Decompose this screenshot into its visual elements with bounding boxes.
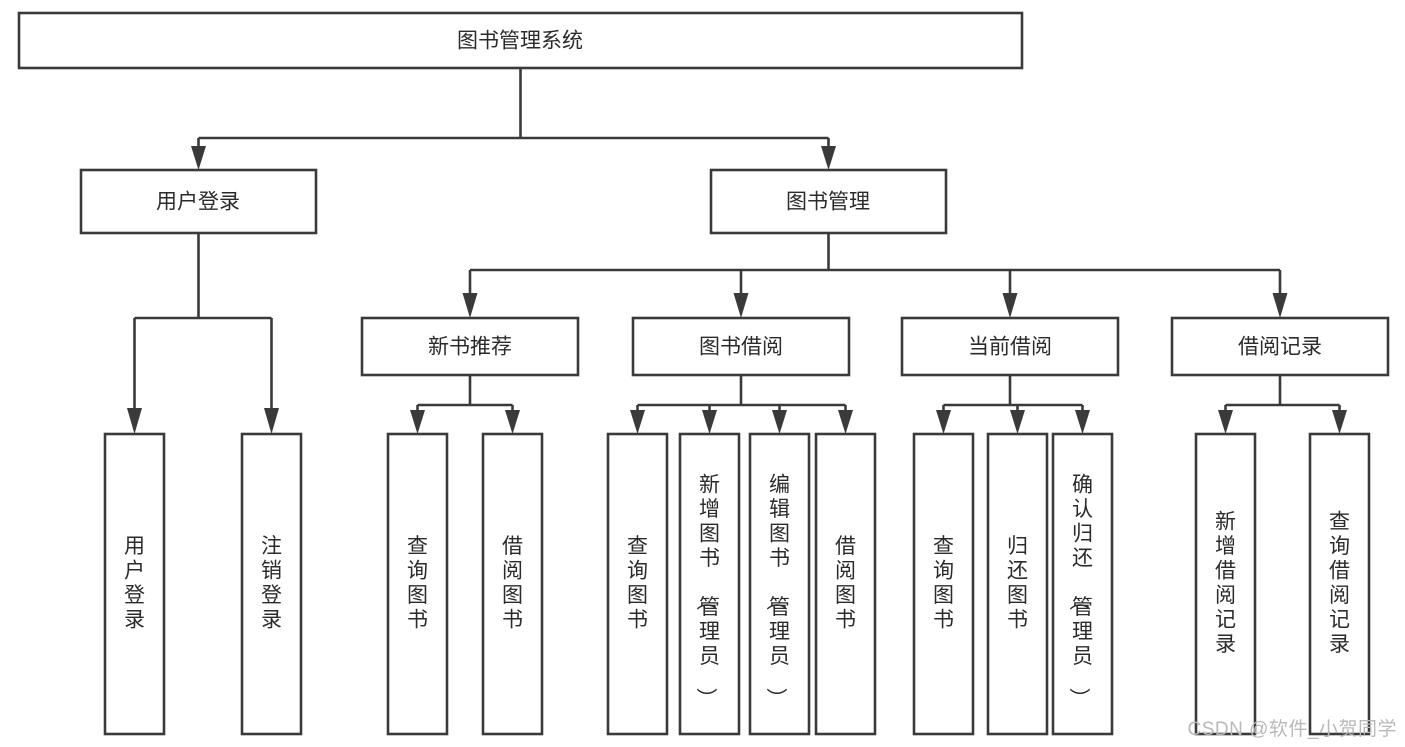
arrow-head-record-leaf2 bbox=[1332, 410, 1347, 434]
leaf-node[interactable]: 注销登录 bbox=[240, 432, 303, 736]
node-user-login[interactable]: 用户登录 bbox=[79, 168, 318, 235]
leaf-node-box[interactable] bbox=[386, 432, 449, 736]
arrow-head-borrow-leaf2 bbox=[702, 410, 717, 434]
node-root-label: 图书管理系统 bbox=[457, 30, 583, 53]
connector-layer bbox=[127, 68, 1347, 434]
leaf-node-label: 查询图书 bbox=[407, 535, 428, 632]
leaf-node-box[interactable] bbox=[240, 432, 303, 736]
arrow-head-record-leaf1 bbox=[1218, 410, 1233, 434]
node-book-borrow-box[interactable] bbox=[631, 316, 851, 377]
node-borrow-record-label: 借阅记录 bbox=[1238, 336, 1322, 359]
leaf-node-box[interactable] bbox=[986, 432, 1049, 736]
leaf-layer: 用户登录 注销登录 查询图书 借阅图书 查询图书 新增图书（管理员） 编辑图书（管理员） 借阅… bbox=[103, 432, 1371, 736]
node-book-borrow-label: 图书借阅 bbox=[699, 336, 783, 359]
leaf-node[interactable]: 新增图书（管理员） bbox=[678, 432, 741, 736]
leaf-node[interactable]: 编辑图书（管理员） bbox=[748, 432, 811, 736]
leaf-node-box[interactable] bbox=[1194, 432, 1257, 736]
leaf-node[interactable]: 查询借阅记录 bbox=[1308, 432, 1371, 736]
arrow-head-current bbox=[1002, 293, 1018, 318]
arrow-head-book-manage bbox=[821, 146, 836, 170]
arrow-head-leaf-logout bbox=[264, 408, 279, 434]
node-root-box[interactable] bbox=[17, 11, 1024, 70]
node-new-book-recommend-box[interactable] bbox=[360, 316, 580, 377]
leaf-node-label: 归还图书 bbox=[1007, 535, 1028, 632]
node-book-management[interactable]: 图书管理 bbox=[709, 168, 948, 235]
leaf-node-label: 查询图书 bbox=[627, 535, 648, 632]
leaf-node-label: 新增图书（管理员） bbox=[694, 474, 720, 709]
leaf-node-label: 用户登录 bbox=[124, 535, 145, 632]
node-book-borrow[interactable]: 图书借阅 bbox=[631, 316, 851, 377]
node-user-login-label: 用户登录 bbox=[156, 191, 240, 214]
leaf-node[interactable]: 借阅图书 bbox=[481, 432, 544, 736]
leaf-node[interactable]: 借阅图书 bbox=[814, 432, 877, 736]
leaf-node-label: 查询借阅记录 bbox=[1329, 510, 1350, 656]
leaf-node[interactable]: 查询图书 bbox=[606, 432, 669, 736]
leaf-node-label: 编辑图书（管理员） bbox=[764, 474, 790, 709]
arrow-head-newbook-leaf2 bbox=[505, 410, 520, 434]
leaf-node-box[interactable] bbox=[678, 432, 741, 736]
leaf-node-label: 新增借阅记录 bbox=[1215, 510, 1236, 656]
leaf-node-label: 确认归还（管理员） bbox=[1067, 474, 1093, 709]
leaf-node-label: 注销登录 bbox=[261, 535, 282, 632]
node-borrow-record[interactable]: 借阅记录 bbox=[1170, 316, 1390, 377]
arrow-head-leaf-user-login bbox=[127, 408, 142, 434]
node-book-management-label: 图书管理 bbox=[786, 191, 870, 214]
arrow-head-current-leaf1 bbox=[936, 410, 951, 434]
arrow-head-borrow bbox=[733, 293, 749, 318]
arrow-head-record bbox=[1272, 293, 1288, 318]
leaf-node-box[interactable] bbox=[912, 432, 975, 736]
leaf-node-label: 查询图书 bbox=[933, 535, 954, 632]
node-root[interactable]: 图书管理系统 bbox=[17, 11, 1024, 70]
node-user-login-box[interactable] bbox=[79, 168, 318, 235]
leaf-node[interactable]: 查询图书 bbox=[386, 432, 449, 736]
arrow-head-borrow-leaf1 bbox=[630, 410, 645, 434]
leaf-node-label: 借阅图书 bbox=[835, 535, 856, 632]
node-new-book-recommend[interactable]: 新书推荐 bbox=[360, 316, 580, 377]
arrow-head-user-login bbox=[191, 146, 206, 170]
node-current-borrow[interactable]: 当前借阅 bbox=[900, 316, 1120, 377]
node-current-borrow-label: 当前借阅 bbox=[968, 336, 1052, 359]
arrow-head-current-leaf2 bbox=[1010, 410, 1025, 434]
leaf-node-box[interactable] bbox=[606, 432, 669, 736]
node-current-borrow-box[interactable] bbox=[900, 316, 1120, 377]
leaf-node-box[interactable] bbox=[748, 432, 811, 736]
leaf-node-label: 借阅图书 bbox=[502, 535, 523, 632]
leaf-node[interactable]: 归还图书 bbox=[986, 432, 1049, 736]
leaf-node[interactable]: 查询图书 bbox=[912, 432, 975, 736]
node-new-book-recommend-label: 新书推荐 bbox=[428, 336, 512, 359]
leaf-node-box[interactable] bbox=[1051, 432, 1114, 736]
arrow-head-borrow-leaf3 bbox=[772, 410, 787, 434]
leaf-node-box[interactable] bbox=[103, 432, 166, 736]
arrow-head-newbook-leaf1 bbox=[410, 410, 425, 434]
arrow-head-current-leaf3 bbox=[1075, 410, 1090, 434]
leaf-node-box[interactable] bbox=[481, 432, 544, 736]
node-book-management-box[interactable] bbox=[709, 168, 948, 235]
leaf-node[interactable]: 新增借阅记录 bbox=[1194, 432, 1257, 736]
leaf-node-box[interactable] bbox=[1308, 432, 1371, 736]
leaf-node[interactable]: 用户登录 bbox=[103, 432, 166, 736]
node-borrow-record-box[interactable] bbox=[1170, 316, 1390, 377]
leaf-node-box[interactable] bbox=[814, 432, 877, 736]
arrow-head-borrow-leaf4 bbox=[838, 410, 853, 434]
arrow-head-newbook bbox=[462, 293, 478, 318]
leaf-node[interactable]: 确认归还（管理员） bbox=[1051, 432, 1114, 736]
